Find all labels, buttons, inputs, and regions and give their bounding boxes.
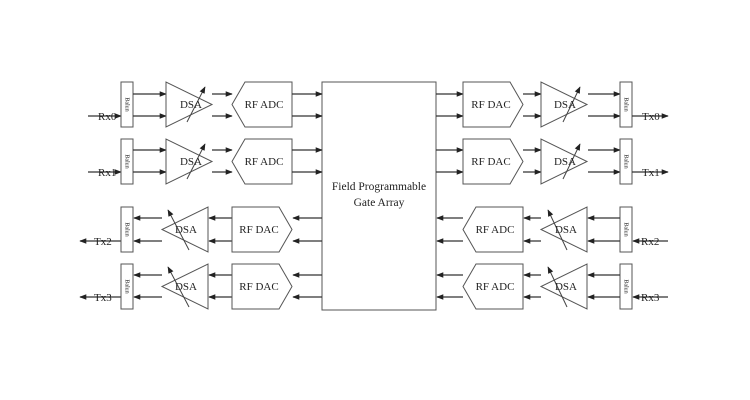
- dsa-amplifier: [160, 206, 209, 253]
- rf-converter-label: RF ADC: [245, 99, 284, 111]
- rf-converter-block: [462, 263, 524, 310]
- port-label: Rx1: [98, 167, 116, 179]
- rf-converter-block: [462, 206, 524, 253]
- dsa-amplifier: [165, 81, 214, 128]
- rf-converter-block: [231, 263, 293, 310]
- balun-label: Balun: [623, 279, 629, 293]
- dsa-label: DSA: [175, 224, 197, 236]
- port-label: Tx2: [94, 236, 112, 248]
- balun-label: Balun: [623, 97, 629, 111]
- rf-converter-label: RF DAC: [239, 281, 278, 293]
- dsa-label: DSA: [180, 156, 202, 168]
- balun-label: Balun: [623, 154, 629, 168]
- rf-converter-label: RF DAC: [471, 99, 510, 111]
- balun-block: [619, 206, 633, 253]
- fpga-label-line1: Field Programmable: [332, 181, 426, 193]
- dsa-label: DSA: [554, 99, 576, 111]
- rf-converter-block: [462, 81, 524, 128]
- right-row-1: RF DAC DSA Balun Tx1: [436, 138, 669, 185]
- rf-converter-block: [462, 138, 524, 185]
- dsa-amplifier: [539, 263, 588, 310]
- balun-block: [120, 206, 134, 253]
- balun-block: [120, 263, 134, 310]
- balun-block: [120, 81, 134, 128]
- left-row-3: Balun DSA RF DAC Tx3: [79, 263, 322, 310]
- rf-converter-label: RF DAC: [471, 156, 510, 168]
- left-row-1: Balun DSA RF ADC Rx1: [88, 138, 323, 185]
- port-label: Tx0: [642, 111, 660, 123]
- rf-converter-block: [231, 138, 293, 185]
- port-label: Rx2: [641, 236, 659, 248]
- balun-label: Balun: [124, 279, 130, 293]
- dsa-amplifier: [540, 138, 589, 185]
- rf-converter-block: [231, 206, 293, 253]
- left-row-0: Balun DSA RF ADC Rx0: [88, 81, 323, 128]
- port-label: Tx3: [94, 292, 112, 304]
- rf-converter-label: RF DAC: [239, 224, 278, 236]
- dsa-amplifier: [160, 263, 209, 310]
- rf-converter-label: RF ADC: [476, 281, 515, 293]
- rf-converter-label: RF ADC: [245, 156, 284, 168]
- dsa-label: DSA: [555, 224, 577, 236]
- dsa-label: DSA: [180, 99, 202, 111]
- left-row-2: Balun DSA RF DAC Tx2: [79, 206, 322, 253]
- dsa-amplifier: [165, 138, 214, 185]
- fpga-block: Field Programmable Gate Array: [321, 81, 437, 311]
- balun-label: Balun: [124, 97, 130, 111]
- balun-block: [120, 138, 134, 185]
- dsa-amplifier: [540, 81, 589, 128]
- rf-converter-block: [231, 81, 293, 128]
- fpga-label-line2: Gate Array: [354, 197, 405, 209]
- port-label: Rx0: [98, 111, 117, 123]
- dsa-label: DSA: [555, 281, 577, 293]
- dsa-amplifier: [539, 206, 588, 253]
- balun-block: [619, 138, 633, 185]
- port-label: Rx3: [641, 292, 660, 304]
- balun-block: [619, 263, 633, 310]
- right-row-0: RF DAC DSA Balun Tx0: [436, 81, 669, 128]
- right-row-3: Balun DSA RF ADC Rx3: [436, 263, 668, 310]
- balun-label: Balun: [124, 222, 130, 236]
- balun-label: Balun: [124, 154, 130, 168]
- dsa-label: DSA: [175, 281, 197, 293]
- balun-block: [619, 81, 633, 128]
- rf-converter-label: RF ADC: [476, 224, 515, 236]
- right-row-2: Balun DSA RF ADC Rx2: [436, 206, 668, 253]
- dsa-label: DSA: [554, 156, 576, 168]
- port-label: Tx1: [642, 167, 660, 179]
- balun-label: Balun: [623, 222, 629, 236]
